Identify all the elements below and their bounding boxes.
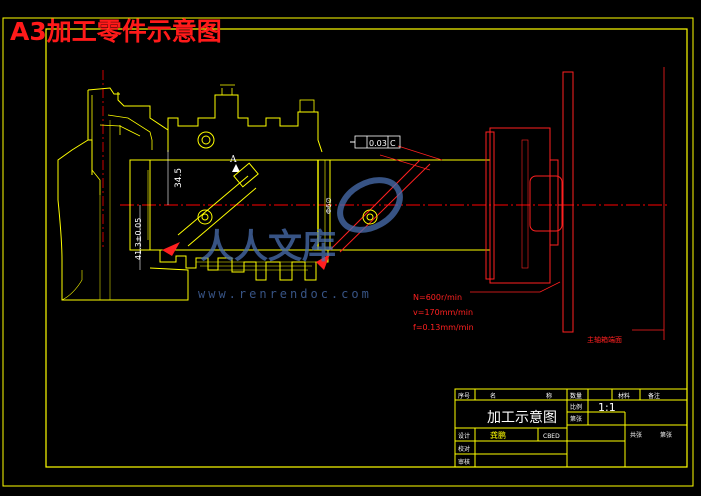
- tb-sheet-label: 第张: [570, 415, 582, 423]
- page-title: A3加工零件示意图: [10, 17, 222, 46]
- watermark-url: www.renrendoc.com: [198, 287, 372, 301]
- tb-header-index: 序号: [458, 392, 470, 400]
- left-cutting-insert: [162, 242, 180, 256]
- tb-checker-label: 校对: [458, 445, 470, 453]
- tb-header-material: 材料: [618, 392, 630, 400]
- dim-345: 34.5: [167, 150, 184, 205]
- workpiece: [57, 84, 331, 301]
- tb-header-name2: 称: [546, 392, 552, 400]
- outer-frame: [2, 17, 694, 487]
- tb-designer-label: 设计: [458, 432, 470, 440]
- dim-413: 41.3±0.05: [134, 205, 143, 270]
- title-block-text: 序号 名 称 数量 材料 备注 加工示意图 比例 1:1 第张 设计 龚鹏 CB…: [458, 392, 672, 466]
- inner-frame: [45, 28, 688, 468]
- spindle-label: 主轴箱端面: [587, 335, 622, 344]
- right-cutting-insert: [316, 254, 330, 270]
- tb-header-remark: 备注: [648, 392, 660, 400]
- tb-approver-label: 审核: [458, 458, 470, 466]
- tb-org: CBED: [543, 433, 560, 440]
- left-boring-tool: [177, 162, 259, 247]
- param-feed-f: f=0.13mm/min: [413, 323, 474, 332]
- tb-drawing-name: 加工示意图: [487, 409, 557, 426]
- tb-header-name1: 名: [490, 392, 496, 400]
- title-block: [454, 388, 688, 468]
- tb-header-qty: 数量: [570, 392, 582, 400]
- right-tool-holder: [318, 67, 665, 340]
- watermark: 人人文库 www.renrendoc.com: [198, 177, 403, 301]
- dim-right-text: Ф6∅: [325, 197, 333, 214]
- tb-designer-value: 龚鹏: [490, 430, 506, 440]
- tb-scale-value: 1:1: [598, 401, 616, 414]
- tolerance-frame: 0.03 C: [350, 135, 401, 149]
- tb-total-label: 共张: [630, 431, 642, 439]
- tb-sheet-of-label: 第张: [660, 431, 672, 439]
- dim-413-text: 41.3±0.05: [134, 218, 143, 260]
- dim-345-text: 34.5: [174, 168, 184, 188]
- param-feed-v: v=170mm/min: [413, 308, 473, 317]
- datum-label: A: [229, 155, 237, 165]
- watermark-text: 人人文库: [200, 227, 336, 267]
- cutting-params: N=600r/min v=170mm/min f=0.13mm/min: [413, 293, 474, 332]
- tolerance-value: 0.03: [369, 139, 387, 148]
- param-speed: N=600r/min: [413, 293, 462, 302]
- datum-triangle: [232, 164, 240, 172]
- tb-scale-label: 比例: [570, 403, 582, 411]
- tolerance-datum: C: [390, 139, 396, 148]
